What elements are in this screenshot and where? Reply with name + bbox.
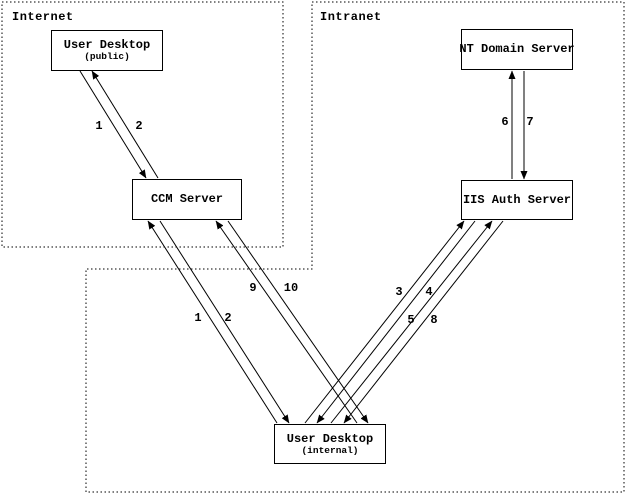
flow-label-internal-iis-5: 5: [407, 313, 415, 327]
flow-label-public-ccm-2: 2: [135, 119, 143, 133]
node-title: IIS Auth Server: [462, 192, 572, 207]
flow-label-internal-iis-4: 4: [425, 285, 433, 299]
edge-public-to-ccm-1: [79, 70, 147, 179]
node-subtitle: (public): [84, 51, 130, 62]
flow-label-internal-ccm-1: 1: [194, 311, 202, 325]
edge-internal-to-ccm-1: [147, 220, 278, 424]
node-user-desktop-public: User Desktop (public): [51, 30, 163, 71]
node-title: NT Domain Server: [459, 42, 575, 56]
internet-zone-border: [1, 1, 284, 248]
flow-label-internal-ccm-10: 10: [283, 281, 299, 295]
edge-ccm-to-internal-2: [159, 220, 290, 424]
edge-ccm-to-internal-10: [227, 220, 369, 424]
internet-zone-label: Internet: [12, 10, 74, 24]
flow-label-internal-ccm-9: 9: [249, 281, 257, 295]
intranet-zone-border: [85, 1, 625, 493]
node-title: User Desktop: [63, 38, 151, 52]
node-iis-auth-server: IIS Auth Server: [461, 180, 573, 220]
node-user-desktop-internal: User Desktop (internal): [274, 424, 386, 464]
flow-label-nt-iis-7: 7: [526, 115, 534, 129]
node-title: CCM Server: [150, 192, 223, 206]
edge-internal-to-ccm-9: [215, 220, 358, 424]
flow-label-iis-nt-6: 6: [501, 115, 509, 129]
flow-label-public-ccm-1: 1: [95, 119, 103, 133]
flow-label-internal-iis-8: 8: [430, 313, 438, 327]
node-nt-domain-server: NT Domain Server: [459, 29, 575, 70]
edge-internal-to-iis-5: [330, 220, 493, 424]
flow-label-internal-ccm-2: 2: [224, 311, 232, 325]
edge-internal-to-iis-3: [304, 220, 465, 424]
edge-iis-to-internal-8: [343, 220, 504, 424]
edge-ccm-to-public-2: [91, 70, 159, 179]
node-title: User Desktop: [286, 431, 374, 446]
intranet-zone-label: Intranet: [320, 10, 382, 24]
flow-label-internal-iis-3: 3: [395, 285, 403, 299]
node-subtitle: (internal): [301, 444, 359, 456]
edge-iis-to-internal-4: [316, 220, 476, 424]
node-ccm-server: CCM Server: [132, 179, 242, 220]
